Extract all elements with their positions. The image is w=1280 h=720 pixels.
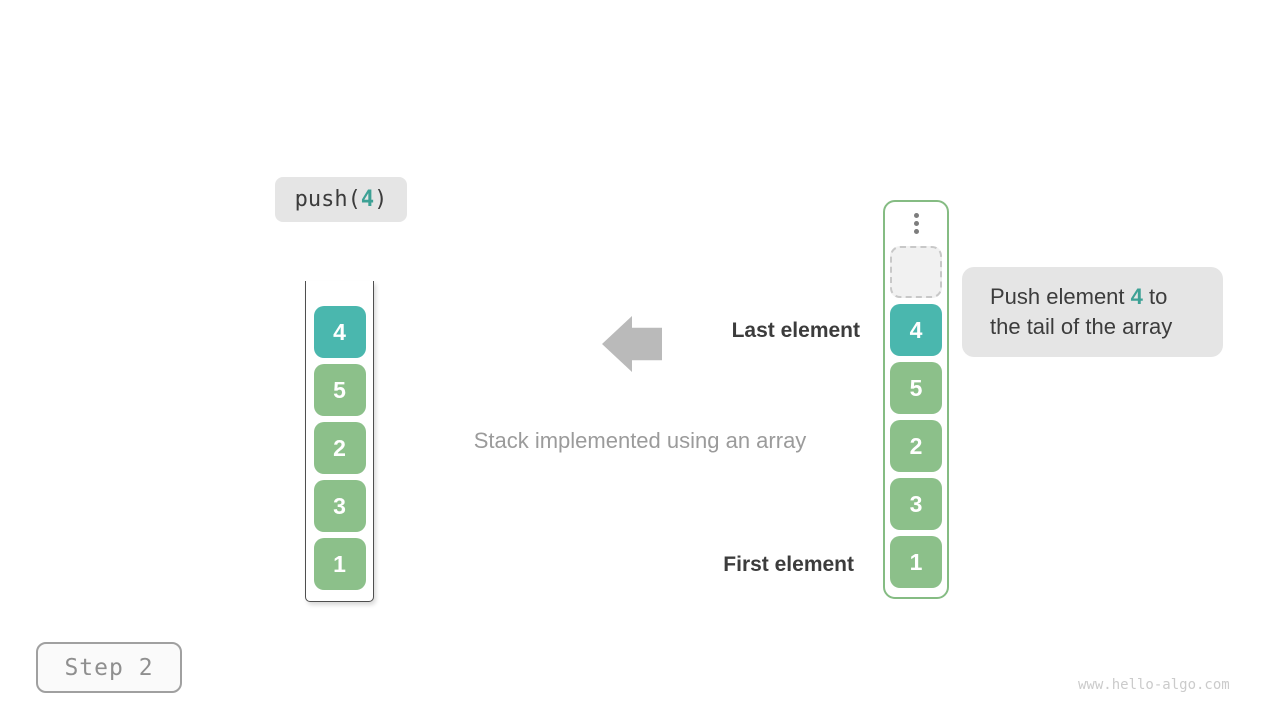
- tooltip-text-pre: Push element: [990, 284, 1131, 309]
- push-arg-value: 4: [360, 187, 375, 212]
- stack-cell: 5: [890, 362, 942, 414]
- stack-cell: 3: [890, 478, 942, 530]
- tooltip-line-2: the tail of the array: [990, 314, 1173, 339]
- empty-array-slot: [890, 246, 942, 298]
- site-watermark: www.hello-algo.com: [1078, 677, 1230, 693]
- stack-container-left: 4 5 2 3 1: [305, 281, 374, 602]
- push-func-text: push(: [294, 187, 361, 212]
- stack-cell: 5: [313, 364, 366, 416]
- tooltip-text-post: to: [1142, 284, 1168, 309]
- step-badge-label: Step 2: [64, 654, 154, 681]
- explanation-tooltip: Push element 4 to the tail of the array: [962, 267, 1223, 357]
- push-close-paren: ): [374, 187, 388, 212]
- stack-cell: 1: [890, 536, 942, 588]
- stack-container-right: 4 5 2 3 1: [883, 200, 949, 599]
- stack-cell: 3: [313, 480, 366, 532]
- stack-cell: 2: [313, 422, 366, 474]
- last-element-label: Last element: [731, 319, 860, 342]
- tooltip-highlight-value: 4: [1130, 284, 1143, 309]
- arrow-left-icon: [602, 316, 662, 372]
- stack-cell: 4: [890, 304, 942, 356]
- push-operation-label: push(4): [275, 177, 407, 222]
- stack-cell: 4: [313, 306, 366, 358]
- first-element-label: First element: [723, 553, 854, 576]
- stack-cell: 2: [890, 420, 942, 472]
- vertical-dots-icon: [913, 213, 919, 234]
- stack-cell: 1: [313, 538, 366, 590]
- step-badge: Step 2: [36, 642, 182, 693]
- diagram-caption: Stack implemented using an array: [473, 428, 807, 453]
- tooltip-line-1: Push element 4 to: [990, 282, 1223, 312]
